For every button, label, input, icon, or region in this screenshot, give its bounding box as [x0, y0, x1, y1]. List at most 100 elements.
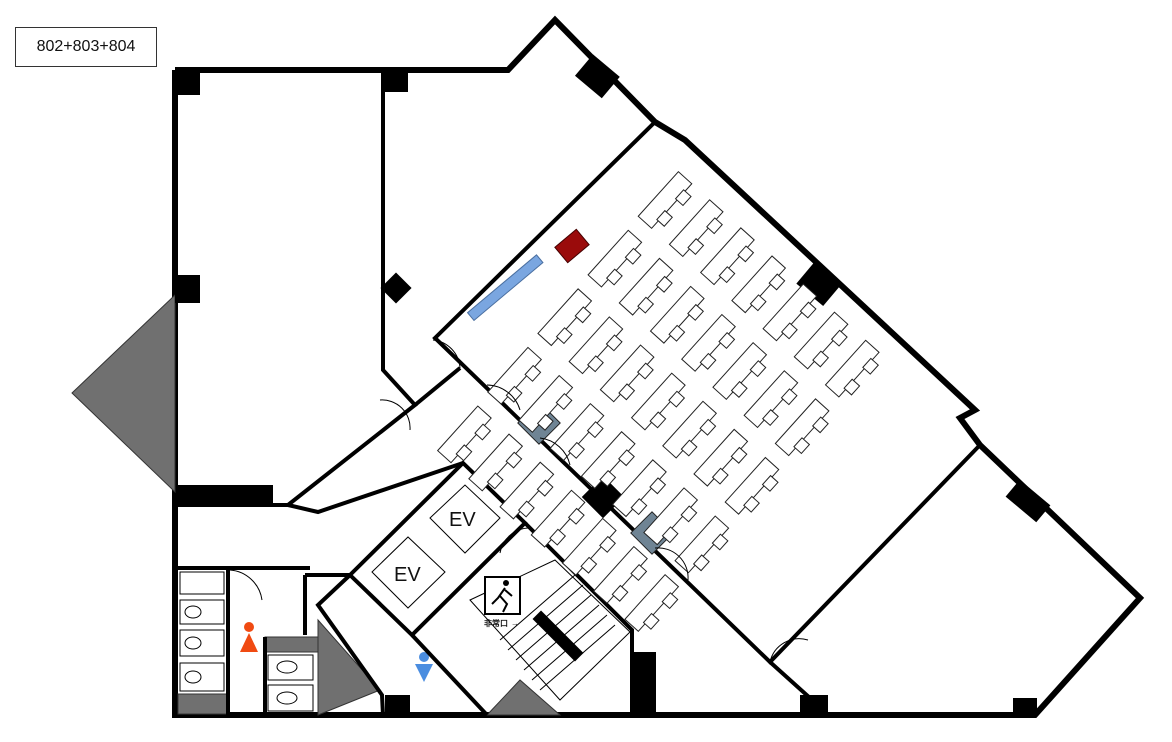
elevator-1-label: EV — [449, 509, 476, 531]
chair — [830, 329, 848, 347]
desk — [630, 372, 686, 431]
desk — [662, 400, 718, 459]
chair — [811, 416, 829, 434]
wall-block — [178, 485, 273, 505]
chair — [711, 533, 729, 551]
stair-rail — [532, 610, 584, 662]
chair — [649, 477, 667, 495]
desk — [537, 288, 593, 347]
chair — [580, 556, 598, 574]
elevator-2 — [371, 536, 446, 609]
chair — [656, 209, 673, 227]
chair — [649, 411, 667, 429]
chair — [762, 409, 779, 427]
desk — [487, 346, 543, 405]
chair — [618, 383, 636, 401]
chair — [630, 498, 648, 516]
chair — [524, 364, 542, 382]
desk — [568, 316, 624, 375]
desk — [611, 459, 667, 518]
desk — [530, 489, 586, 548]
desk — [712, 341, 768, 401]
chair — [780, 388, 798, 406]
chair — [699, 352, 717, 370]
bottom-triangle-wall — [485, 679, 562, 716]
chair — [474, 423, 492, 441]
chair — [730, 380, 748, 398]
seminar-room — [432, 119, 983, 665]
chair — [718, 266, 736, 284]
chair — [505, 385, 523, 403]
screen — [466, 254, 544, 322]
restroom-right-wall-2 — [410, 633, 489, 717]
desk — [699, 227, 755, 286]
chair — [749, 294, 767, 312]
chair — [642, 612, 660, 630]
chair — [605, 268, 623, 286]
chair — [587, 355, 604, 373]
chair — [692, 554, 710, 572]
desk — [587, 229, 643, 288]
door-arcs — [229, 339, 809, 663]
chair — [555, 392, 573, 411]
chair — [668, 390, 686, 408]
female-restroom-icon — [240, 622, 258, 652]
corridor-wall-2 — [287, 461, 464, 515]
male-restroom-icon — [415, 652, 433, 682]
restroom-right-wall — [315, 573, 385, 716]
chair — [761, 474, 779, 492]
chair — [568, 441, 585, 459]
exit-label: 非常口 — [484, 618, 508, 628]
chair — [799, 301, 817, 319]
desk — [643, 487, 699, 546]
desk-rows — [436, 170, 880, 632]
chair — [605, 334, 623, 352]
elevator-1 — [429, 484, 501, 554]
chair — [611, 584, 629, 602]
chair — [680, 505, 698, 523]
podium — [554, 228, 590, 264]
desk — [561, 517, 617, 576]
chair — [862, 357, 879, 375]
desk — [649, 285, 705, 344]
toilet-triangle-wall — [317, 618, 381, 716]
desk — [549, 402, 605, 461]
emergency-exit-sign: 非常口 → — [484, 576, 521, 628]
chair — [730, 446, 748, 464]
chair — [555, 327, 573, 345]
desk — [674, 515, 730, 574]
desk — [593, 545, 648, 604]
desk — [793, 311, 849, 370]
desk — [618, 257, 674, 316]
chair — [737, 245, 755, 263]
chair — [618, 449, 635, 467]
desk — [762, 283, 818, 342]
chair — [780, 322, 798, 340]
stairs — [469, 559, 631, 701]
chair — [699, 418, 717, 436]
pillar-stair — [630, 652, 656, 715]
chair — [674, 189, 692, 207]
desk — [681, 313, 736, 372]
chair — [668, 324, 686, 342]
chair — [661, 526, 679, 544]
chair — [793, 437, 811, 455]
chair — [637, 296, 655, 314]
chair — [687, 303, 704, 321]
chair — [599, 469, 617, 488]
chair — [505, 451, 523, 469]
running-man-exit-icon — [503, 580, 509, 586]
chair — [586, 421, 604, 439]
chair — [630, 563, 648, 582]
chair — [536, 479, 554, 497]
desk — [731, 255, 787, 314]
desk — [637, 170, 693, 230]
exit-arrow: → — [511, 619, 519, 628]
chair — [536, 413, 554, 431]
left-room-wall — [178, 70, 418, 507]
chair — [486, 472, 504, 490]
chair — [687, 238, 705, 256]
chair — [706, 217, 723, 235]
chair — [517, 500, 535, 518]
